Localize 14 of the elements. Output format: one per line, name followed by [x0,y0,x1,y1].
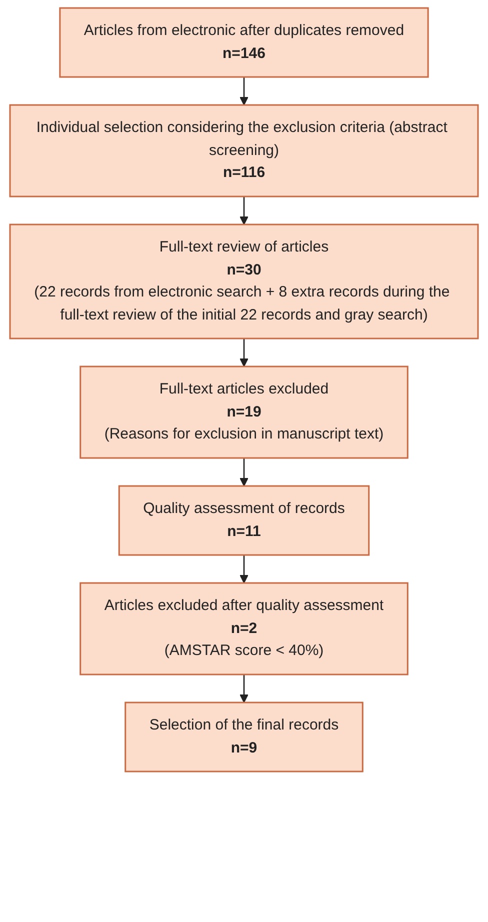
node-box [9,104,479,198]
arrow [240,196,248,225]
flowchart: Articles from electronic after duplicates removed n=146 Individual selection considering the exclusion criteria (abstract screening) n=116 Full-text review of articles n=30 (22 records from electronic search + 8 extra records during the full-text review of the initial 22 records and gray search) Full-text articles excluded n=19 (Reasons for exclusion in manuscript text) Quality assessment of records n=11 Articles excluded after quality assessment n=2 (AMSTAR score < 40%) Selection of the final records n=9 [2,0,486,780]
node-box [80,582,408,676]
node-box [124,702,364,772]
arrow [240,77,248,106]
arrow [240,674,248,703]
node-box [118,485,370,556]
arrow [240,338,248,367]
node-box [59,7,429,78]
node-box [9,224,479,340]
arrow [240,458,248,486]
node-box [80,366,408,459]
arrow [240,555,248,584]
